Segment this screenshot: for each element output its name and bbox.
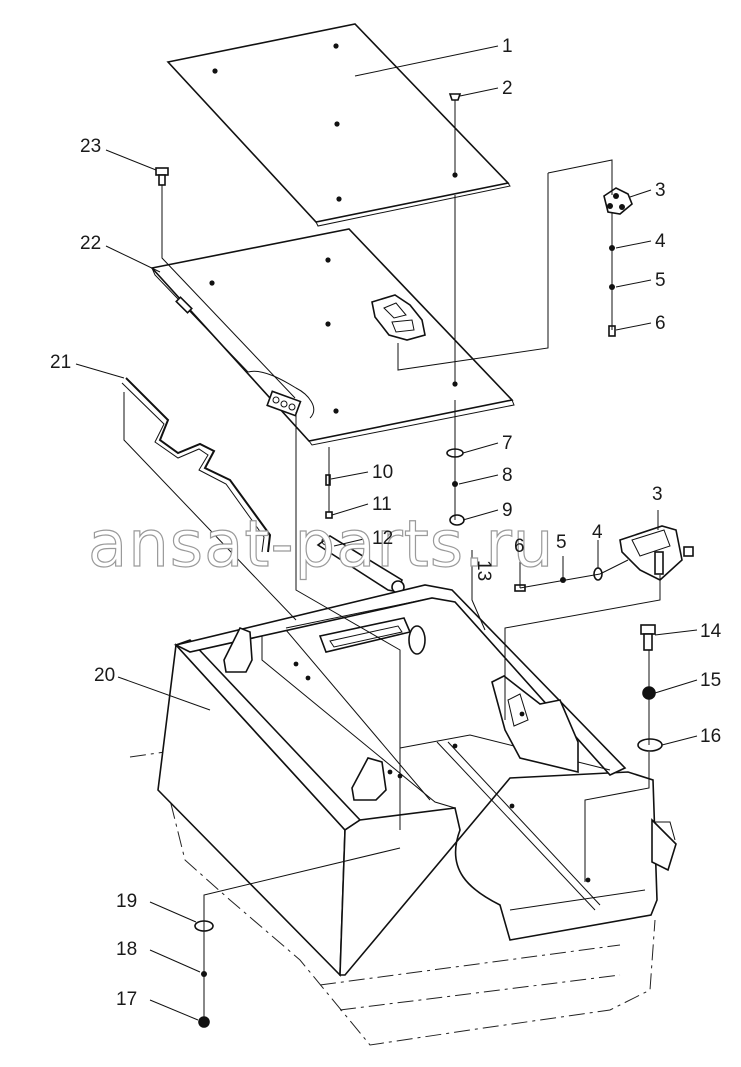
callout-11: 11 <box>372 494 392 515</box>
callout-5-top: 5 <box>655 270 666 291</box>
callout-2: 2 <box>502 78 513 99</box>
part-12-link-arm <box>316 535 405 594</box>
part-3-small-bracket <box>603 187 633 215</box>
callout-19: 19 <box>116 891 137 912</box>
callout-7: 7 <box>502 433 513 454</box>
callout-leaders <box>75 45 698 1021</box>
lid-latch <box>371 294 426 341</box>
callout-18: 18 <box>116 939 137 960</box>
callout-16: 16 <box>700 726 721 747</box>
callout-6-top: 6 <box>655 313 666 334</box>
watermark-text: ansat-parts.ru <box>88 508 554 582</box>
callout-4-top: 4 <box>655 231 666 252</box>
callout-17: 17 <box>116 989 137 1010</box>
callout-4-mid: 4 <box>592 522 603 543</box>
part-3-latch-assembly <box>619 525 694 581</box>
part-20-box-body <box>129 584 677 1046</box>
callout-13: 13 <box>473 560 494 581</box>
callout-labels: 1 2 3 4 5 6 7 8 9 10 11 12 13 3 4 5 6 14… <box>50 36 722 1010</box>
callout-15: 15 <box>700 670 721 691</box>
callout-1: 1 <box>502 36 513 57</box>
part-21-wire-rod <box>121 377 272 553</box>
callout-10: 10 <box>372 462 393 483</box>
callout-3-top: 3 <box>655 180 666 201</box>
part-1-top-plate <box>166 23 511 227</box>
callout-9: 9 <box>502 500 513 521</box>
callout-20: 20 <box>94 665 115 686</box>
callout-3-mid: 3 <box>652 484 663 505</box>
callout-8: 8 <box>502 465 513 486</box>
callout-22: 22 <box>80 233 101 254</box>
assembly-lines <box>123 100 661 1022</box>
callout-6-mid: 6 <box>514 536 525 557</box>
callout-14: 14 <box>700 621 722 642</box>
lid-hinge-clip <box>266 390 302 417</box>
callout-21: 21 <box>50 352 71 373</box>
callout-23: 23 <box>80 136 101 157</box>
callout-5-mid: 5 <box>556 532 567 553</box>
part-22-lid-panel <box>150 228 515 446</box>
callout-12: 12 <box>372 528 393 549</box>
